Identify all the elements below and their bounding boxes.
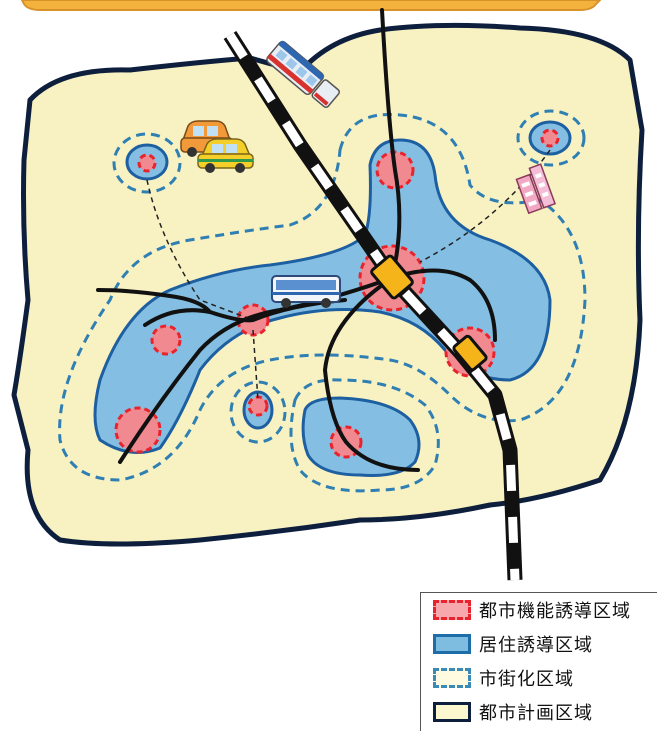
map-legend: 都市機能誘導区域 居住誘導区域 市街化区域 都市計画区域 bbox=[420, 592, 657, 731]
houses-icon bbox=[515, 163, 557, 215]
road-west-branch bbox=[143, 298, 347, 327]
urbanization-area-main bbox=[58, 112, 587, 482]
urban-structure-map bbox=[11, 0, 645, 581]
urban-function-area-small bbox=[247, 395, 269, 417]
urbanization-area-east bbox=[516, 109, 586, 167]
legend-label: 都市機能誘導区域 bbox=[479, 601, 631, 622]
bus-icon bbox=[271, 275, 341, 308]
urbanization-area-west bbox=[112, 132, 182, 194]
urban-function-area-east-island bbox=[540, 128, 560, 148]
urbanization-area-small bbox=[229, 380, 287, 444]
road-west-loop bbox=[96, 288, 212, 314]
connector-west bbox=[146, 179, 254, 321]
legend-label: 居住誘導区域 bbox=[479, 635, 593, 656]
east-station bbox=[452, 334, 488, 372]
legend-label: 都市計画区域 bbox=[479, 703, 593, 724]
legend-item-urbanization-area: 市街化区域 bbox=[433, 663, 574, 693]
connector-small bbox=[252, 329, 259, 401]
central-station bbox=[370, 254, 414, 300]
urban-function-area-west-island bbox=[137, 153, 157, 173]
cars-icon bbox=[180, 120, 254, 173]
train-icon bbox=[266, 40, 340, 109]
urban-function-swatch bbox=[433, 600, 471, 620]
legend-item-city-planning-area: 都市計画区域 bbox=[433, 697, 593, 727]
urbanization-swatch bbox=[433, 668, 471, 688]
header-banner-edge bbox=[20, 0, 602, 11]
urban-function-area-west-small bbox=[150, 324, 182, 356]
road-south bbox=[323, 276, 420, 472]
stations bbox=[370, 254, 488, 372]
city-planning-swatch bbox=[433, 702, 471, 722]
residential-swatch bbox=[433, 634, 471, 654]
road-north bbox=[380, 8, 402, 280]
legend-label: 市街化区域 bbox=[479, 669, 574, 690]
urbanization-areas bbox=[58, 109, 587, 493]
legend-item-residential-area: 居住誘導区域 bbox=[433, 629, 593, 659]
road-east bbox=[390, 268, 497, 342]
legend-item-urban-function-area: 都市機能誘導区域 bbox=[433, 595, 631, 625]
